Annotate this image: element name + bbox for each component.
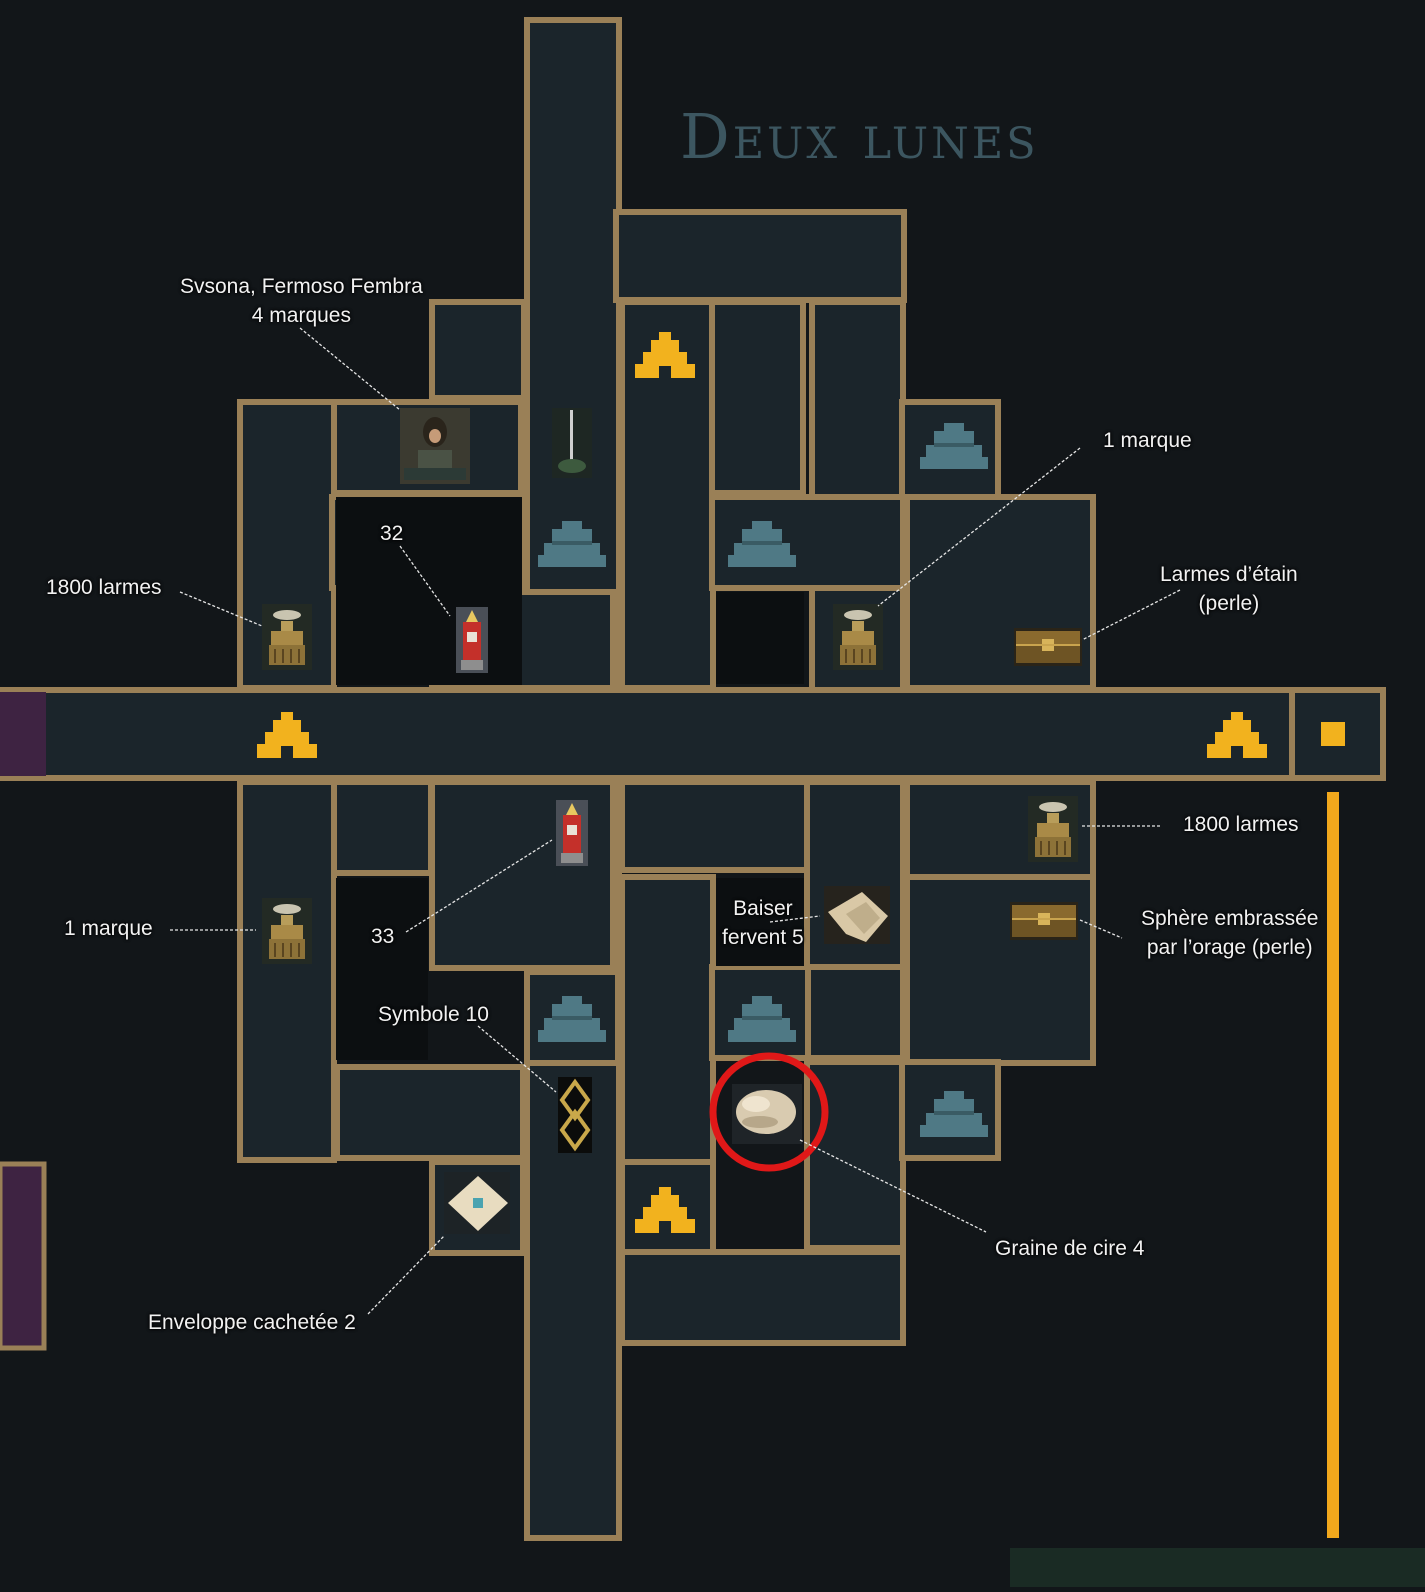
label-marque-left: 1 marque [64,917,153,940]
leader-line [1081,589,1181,641]
sword-in-ground-icon [552,408,592,478]
label-enveloppe: Enveloppe cachetée 2 [148,1311,356,1334]
reliquary-icon [261,603,313,671]
room [619,1249,906,1346]
wax-seed-icon [732,1084,802,1144]
leader-line [367,1235,445,1315]
cloth-kiss-icon [824,886,890,944]
room [804,964,906,1061]
room [334,1064,526,1161]
symbol-knot-icon [558,1077,592,1153]
label-symbole: Symbole 10 [378,1003,489,1026]
room [709,299,806,496]
features-layer [257,332,1345,1538]
chest-icon [1009,901,1079,941]
label-svsona: Svsona, Fermoso Fembra 4 marques [180,272,423,330]
room-void [336,878,428,1060]
label-marque-right: 1 marque [1103,429,1192,452]
room [0,687,1386,781]
room [237,779,337,1163]
leader-line [877,447,1081,607]
banner-icon [556,800,588,866]
leader-line [799,1139,987,1233]
room-void [716,878,804,966]
label-svsona-reward: 4 marques [251,304,351,327]
leader-line [477,1025,557,1093]
chest-icon [1013,627,1083,667]
label-number-33: 33 [371,925,395,948]
room [619,779,811,873]
exit-left-upper [0,692,46,776]
leader-line [405,839,553,933]
label-baiser: Baiser fervent 5 [722,894,804,952]
banner-icon [456,607,488,673]
door-marker-icon [1321,722,1345,746]
label-larmes-etain-line2: (perle) [1198,592,1260,615]
label-larmes-left: 1800 larmes [46,576,162,599]
leader-line [299,327,401,411]
leader-lines [170,327,1181,1315]
room [619,874,716,1166]
room-void [716,592,804,684]
label-sphere-line1: Sphère embrassée [1141,907,1319,930]
rooms-layer [0,17,1386,1541]
label-sphere-line2: par l’orage (perle) [1146,936,1313,959]
lift-bar [1327,792,1339,1538]
label-baiser-line1: Baiser [733,897,793,920]
label-sphere: Sphère embrassée par l’orage (perle) [1141,904,1318,962]
room [613,209,907,303]
leader-line [769,915,821,923]
leader-line [399,545,451,617]
npc-svsona-portrait-icon [400,408,470,484]
reliquary-icon [1027,795,1079,863]
reliquary-icon [261,897,313,965]
room-void [336,497,522,685]
label-svsona-name: Svsona, Fermoso Fembra [180,275,423,298]
label-larmes-etain: Larmes d’étain (perle) [1160,560,1298,618]
room [429,299,527,401]
map-title: Deux lunes [680,100,1039,173]
room [709,494,906,591]
label-larmes-right: 1800 larmes [1183,813,1299,836]
label-baiser-line2: fervent 5 [722,926,804,949]
leader-line [1079,919,1123,939]
label-number-32: 32 [380,522,404,545]
sealed-envelope-icon [444,1172,510,1234]
label-graine: Graine de cire 4 [995,1237,1145,1260]
highlight-circle [709,1052,829,1172]
exit-left-lower [0,1161,47,1351]
reliquary-icon [832,603,884,671]
label-larmes-etain-line1: Larmes d’étain [1160,563,1298,586]
